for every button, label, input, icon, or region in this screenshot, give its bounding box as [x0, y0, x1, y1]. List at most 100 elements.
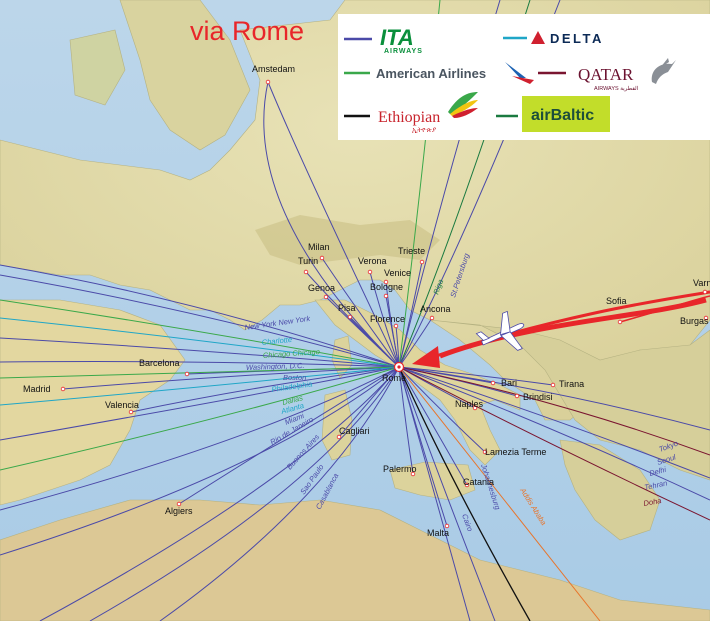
city-marker: [550, 382, 556, 388]
city-marker: [128, 409, 134, 415]
city-malta: Malta: [427, 523, 450, 538]
city-label: Catania: [463, 477, 494, 487]
red-arrow-head: [412, 346, 440, 368]
land-balkans: [429, 319, 710, 481]
route-line: [398, 366, 468, 486]
city-brindisi: Brindisi: [514, 392, 553, 402]
city-label: Turin: [298, 256, 318, 266]
route-line: [62, 366, 400, 390]
legend-label-ita-sub: AIRWAYS: [384, 48, 423, 55]
route-label-chicago: Chicago Chicago: [263, 347, 321, 360]
city-pisa: Pisa: [338, 303, 356, 320]
land-sardinia: [321, 389, 353, 461]
city-label: Burgas: [680, 316, 709, 326]
city-label: Varn: [693, 278, 710, 288]
ethiopian-feather-icon: [448, 92, 478, 118]
city-marker: [514, 393, 520, 399]
legend-label-american: American Airlines: [376, 66, 486, 81]
city-marker: [319, 255, 325, 261]
city-marker: [429, 315, 435, 321]
route-line: [267, 81, 400, 368]
city-marker: [184, 371, 190, 377]
route-line: [321, 257, 400, 368]
legend-label-ita: ITA: [380, 25, 414, 50]
city-marker: [393, 323, 399, 329]
route-line: [0, 366, 400, 406]
city-cagliari: Cagliari: [336, 426, 370, 440]
city-ancona: Ancona: [420, 304, 451, 321]
city-marker: [336, 434, 342, 440]
legend-label-delta: DELTA: [550, 31, 604, 46]
route-line: [159, 366, 400, 621]
route-line: [369, 271, 400, 368]
route-line: [0, 317, 400, 368]
city-label: Bari: [501, 378, 517, 388]
route-line: [0, 361, 400, 368]
city-florence: Florence: [370, 314, 405, 329]
city-bari: Bari: [490, 378, 517, 388]
legend-label-ethiopian-sub: ኢትዮጵያ: [412, 127, 436, 134]
delta-widget-icon: [531, 31, 545, 44]
route-line: [398, 366, 471, 621]
city-marker: [347, 314, 353, 320]
city-marker: [702, 289, 708, 295]
land-britain: [119, 0, 251, 151]
city-marker: [410, 471, 416, 477]
route-line: [0, 299, 400, 368]
city-label: Bologne: [370, 282, 403, 292]
city-varna: Varn: [693, 278, 710, 295]
city-label: Barcelona: [139, 358, 180, 368]
airbaltic-logo-box: [522, 96, 610, 132]
city-marker: [176, 501, 182, 507]
route-line: [385, 295, 400, 368]
city-label: Amstedam: [252, 64, 295, 74]
city-marker: [303, 269, 309, 275]
city-trieste: Trieste: [398, 246, 425, 265]
american-flight-symbol-icon: [505, 62, 534, 84]
route-line: [398, 366, 710, 521]
hub-label: Rome: [382, 373, 406, 383]
city-label: Lamezia Terme: [485, 447, 546, 457]
city-label: Cagliari: [339, 426, 370, 436]
city-venice: Venice: [383, 268, 411, 285]
route-label-delhi: Delhi: [648, 465, 667, 478]
red-arrow-branch: [619, 295, 710, 323]
city-algiers: Algiers: [165, 501, 193, 516]
land-greece: [559, 439, 661, 541]
city-label: Madrid: [23, 384, 51, 394]
route-line: [130, 366, 400, 413]
city-marker: [383, 293, 389, 299]
city-naples: Naples: [455, 399, 484, 411]
legend-label-ethiopian: Ethiopian: [378, 109, 440, 126]
red-arrow-body: [439, 297, 707, 359]
city-turin: Turin: [298, 256, 318, 275]
route-line: [398, 366, 486, 453]
route-line: [0, 366, 400, 511]
legend-panel: ITA AIRWAYS DELTA American Airlines QATA…: [338, 14, 710, 140]
city-marker: [383, 279, 389, 285]
city-sofia: Sofia: [606, 296, 627, 325]
route-line: [398, 366, 710, 456]
city-verona: Verona: [358, 256, 387, 275]
city-lamezia: Lamezia Terme: [482, 447, 546, 457]
route-line: [0, 366, 400, 471]
alps-relief: [255, 215, 440, 265]
city-valencia: Valencia: [105, 400, 139, 415]
route-label-washington: Washington, D.C.: [246, 361, 305, 372]
route-line: [178, 366, 400, 505]
route-line: [263, 81, 400, 368]
city-marker: [482, 449, 488, 455]
legend-label-airbaltic: airBaltic: [531, 107, 594, 124]
route-line: [0, 366, 400, 379]
city-milan: Milan: [308, 242, 330, 261]
city-label: Tirana: [559, 379, 584, 389]
city-marker: [617, 319, 623, 325]
route-line: [398, 366, 414, 475]
city-label: Genoa: [308, 283, 335, 293]
city-marker: [323, 294, 329, 300]
route-line: [89, 366, 400, 621]
city-label: Trieste: [398, 246, 425, 256]
